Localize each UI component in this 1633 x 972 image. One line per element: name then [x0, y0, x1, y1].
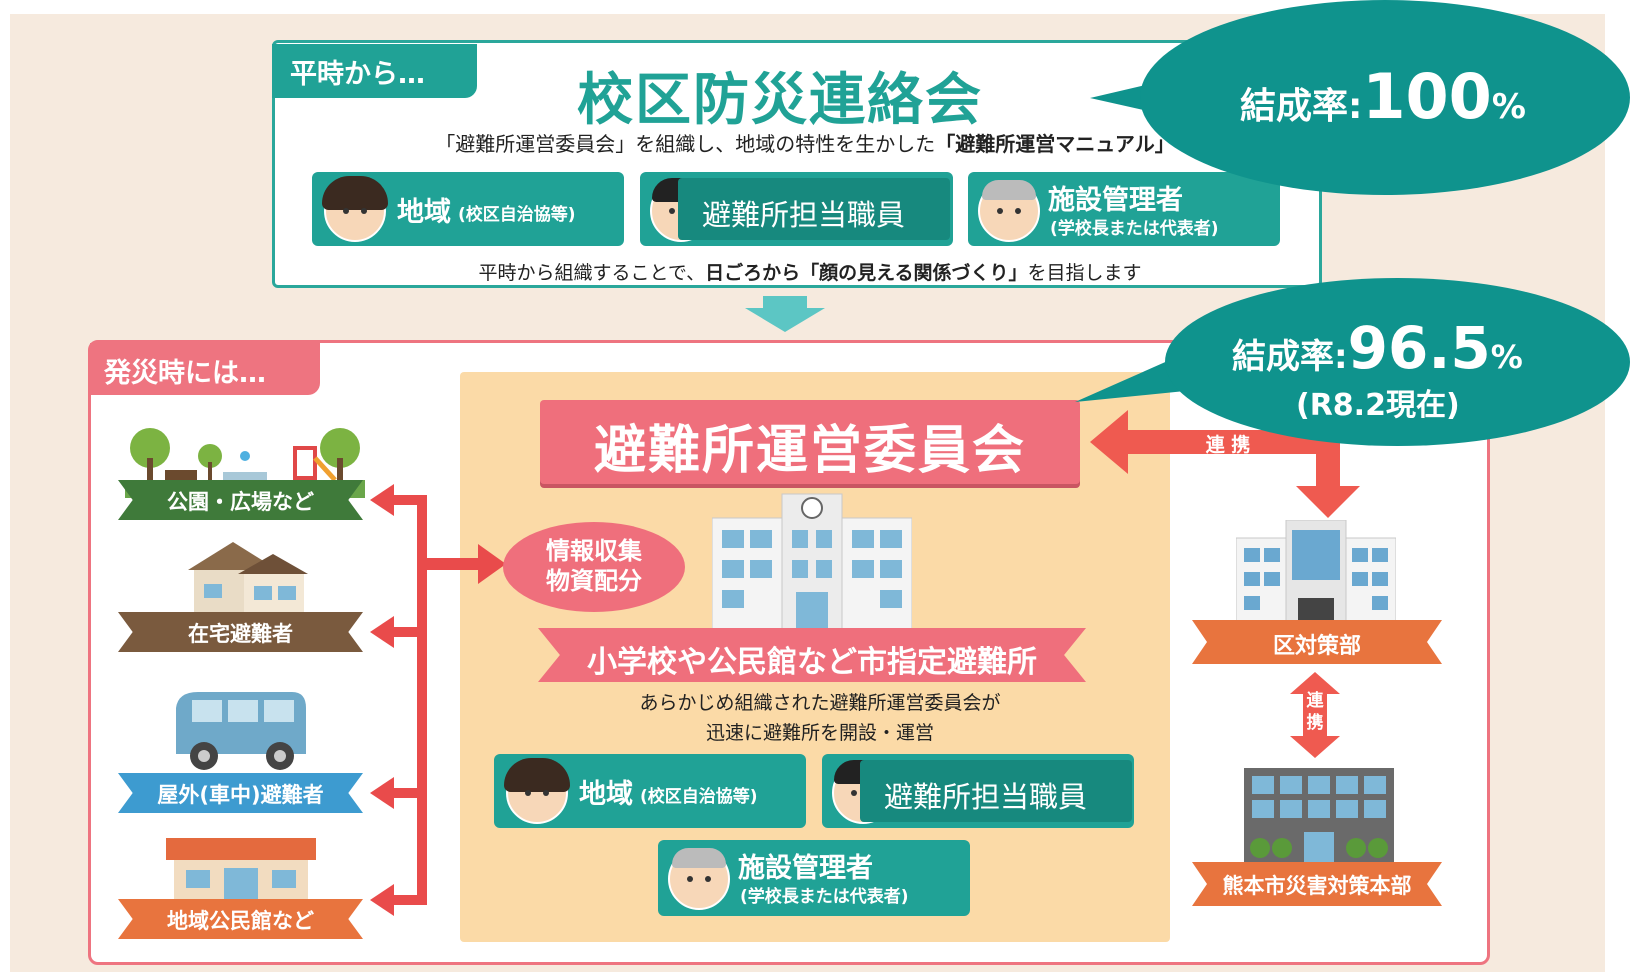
card-facility-bottom-sub: (学校長または代表者)	[740, 887, 909, 907]
house-icon	[188, 542, 308, 616]
card-community-bottom-sub: (校区自治協等)	[640, 787, 758, 807]
right-ribbon-city: 熊本市災害対策本部	[1192, 862, 1442, 906]
left-item-home: 在宅避難者	[188, 622, 293, 646]
shelter-committee-title: 避難所運営委員会	[540, 400, 1080, 484]
coordination-label-vertical: 連携	[1306, 691, 1324, 733]
card-community-sub: (校区自治協等)	[458, 205, 576, 225]
bubble2-text: 結成率:96.5%	[1232, 314, 1523, 382]
peacetime-footnote: 平時から組織することで、日ごろから「顔の見える関係づくり」を目指します	[478, 262, 1142, 284]
card-facility-bottom: 施設管理者 (学校長または代表者)	[658, 840, 970, 916]
shelter-ribbon: 小学校や公民館など市指定避難所	[538, 628, 1086, 682]
liaison-council-title: 校区防災連絡会	[577, 68, 983, 133]
distribution-arrows	[370, 484, 506, 916]
left-ribbon-car: 屋外(車中)避難者	[118, 773, 363, 813]
left-item-car: 屋外(車中)避難者	[157, 783, 324, 807]
coordination-label: 連 携	[1205, 434, 1251, 456]
card-facility-manager: 施設管理者 (学校長または代表者)	[968, 172, 1280, 246]
community-hall-icon	[166, 838, 316, 904]
left-item-hall: 地域公民館など	[167, 909, 314, 933]
city-hq-label: 熊本市災害対策本部	[1222, 874, 1412, 898]
van-icon	[176, 692, 306, 770]
formation-rate-bubble-bottom	[1165, 278, 1630, 446]
left-item-park: 公園・広場など	[167, 490, 314, 514]
left-ribbon-hall: 地域公民館など	[118, 899, 363, 939]
bubble1-text: 結成率:100%	[1240, 60, 1526, 133]
card-community-label: 地域	[397, 197, 451, 228]
peacetime-tag: 平時から…	[272, 44, 477, 98]
school-icon	[712, 493, 912, 630]
card-community: 地域 (校区自治協等)	[312, 172, 624, 246]
card-facility-bottom-label: 施設管理者	[738, 853, 873, 884]
left-ribbon-home: 在宅避難者	[118, 612, 363, 652]
formation-rate-bubble-top	[1140, 0, 1630, 195]
right-ribbon-ward: 区対策部	[1192, 620, 1442, 664]
ward-hq-label: 区対策部	[1272, 634, 1361, 659]
card-community-bottom-label: 地域	[579, 779, 633, 810]
woman-icon	[322, 176, 388, 242]
shelter-ribbon-label: 小学校や公民館など市指定避難所	[587, 645, 1037, 680]
bubble2-note: (R8.2現在)	[1296, 388, 1460, 423]
woman-icon	[504, 758, 570, 824]
bidirectional-arrow	[1290, 672, 1340, 758]
card-community-bottom: 地域 (校区自治協等)	[494, 754, 806, 828]
card-facility-label: 施設管理者	[1048, 185, 1183, 216]
city-hall-icon	[1244, 768, 1394, 864]
card-staff-bottom-label: 避難所担当職員	[884, 780, 1088, 814]
elder-man-icon	[978, 180, 1040, 242]
card-staff: 避難所担当職員	[640, 172, 953, 246]
info-supply-badge: 情報収集物資配分	[503, 522, 685, 612]
office-building-icon	[1236, 520, 1396, 630]
card-facility-sub: (学校長または代表者)	[1050, 219, 1219, 239]
disaster-tag: 発災時には…	[90, 343, 320, 395]
shelter-description: あらかじめ組織された避難所運営委員会が迅速に避難所を開設・運営	[639, 692, 1001, 744]
left-ribbon-park: 公園・広場など	[118, 480, 363, 520]
elder-man-icon	[668, 848, 730, 910]
card-staff-label: 避難所担当職員	[702, 198, 906, 232]
card-staff-bottom: 避難所担当職員	[822, 754, 1134, 828]
down-arrow-icon	[745, 296, 825, 332]
